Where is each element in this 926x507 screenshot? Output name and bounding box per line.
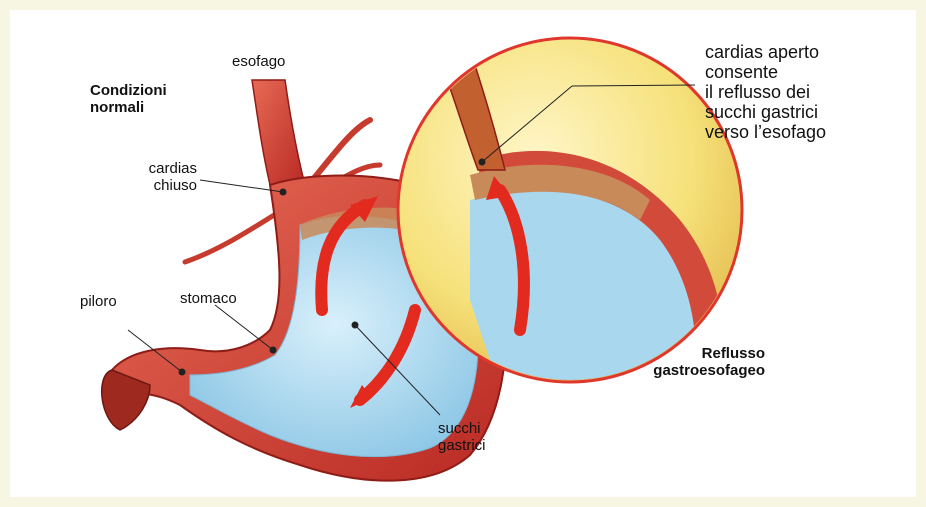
leader-stomaco — [215, 305, 273, 350]
label-succhi-gastrici: succhi gastrici — [438, 420, 486, 454]
label-stomaco: stomaco — [180, 290, 237, 307]
label-condizioni-normali: Condizioni normali — [90, 82, 167, 116]
esophagus — [252, 80, 305, 185]
label-cardias-chiuso: cardias chiuso — [122, 160, 197, 194]
label-cardias-aperto: cardias aperto consente il reflusso dei … — [705, 42, 826, 142]
label-reflusso-gastroesofageo: Reflusso gastroesofageo — [640, 345, 765, 379]
label-esofago: esofago — [232, 53, 285, 70]
label-piloro: piloro — [80, 293, 117, 310]
